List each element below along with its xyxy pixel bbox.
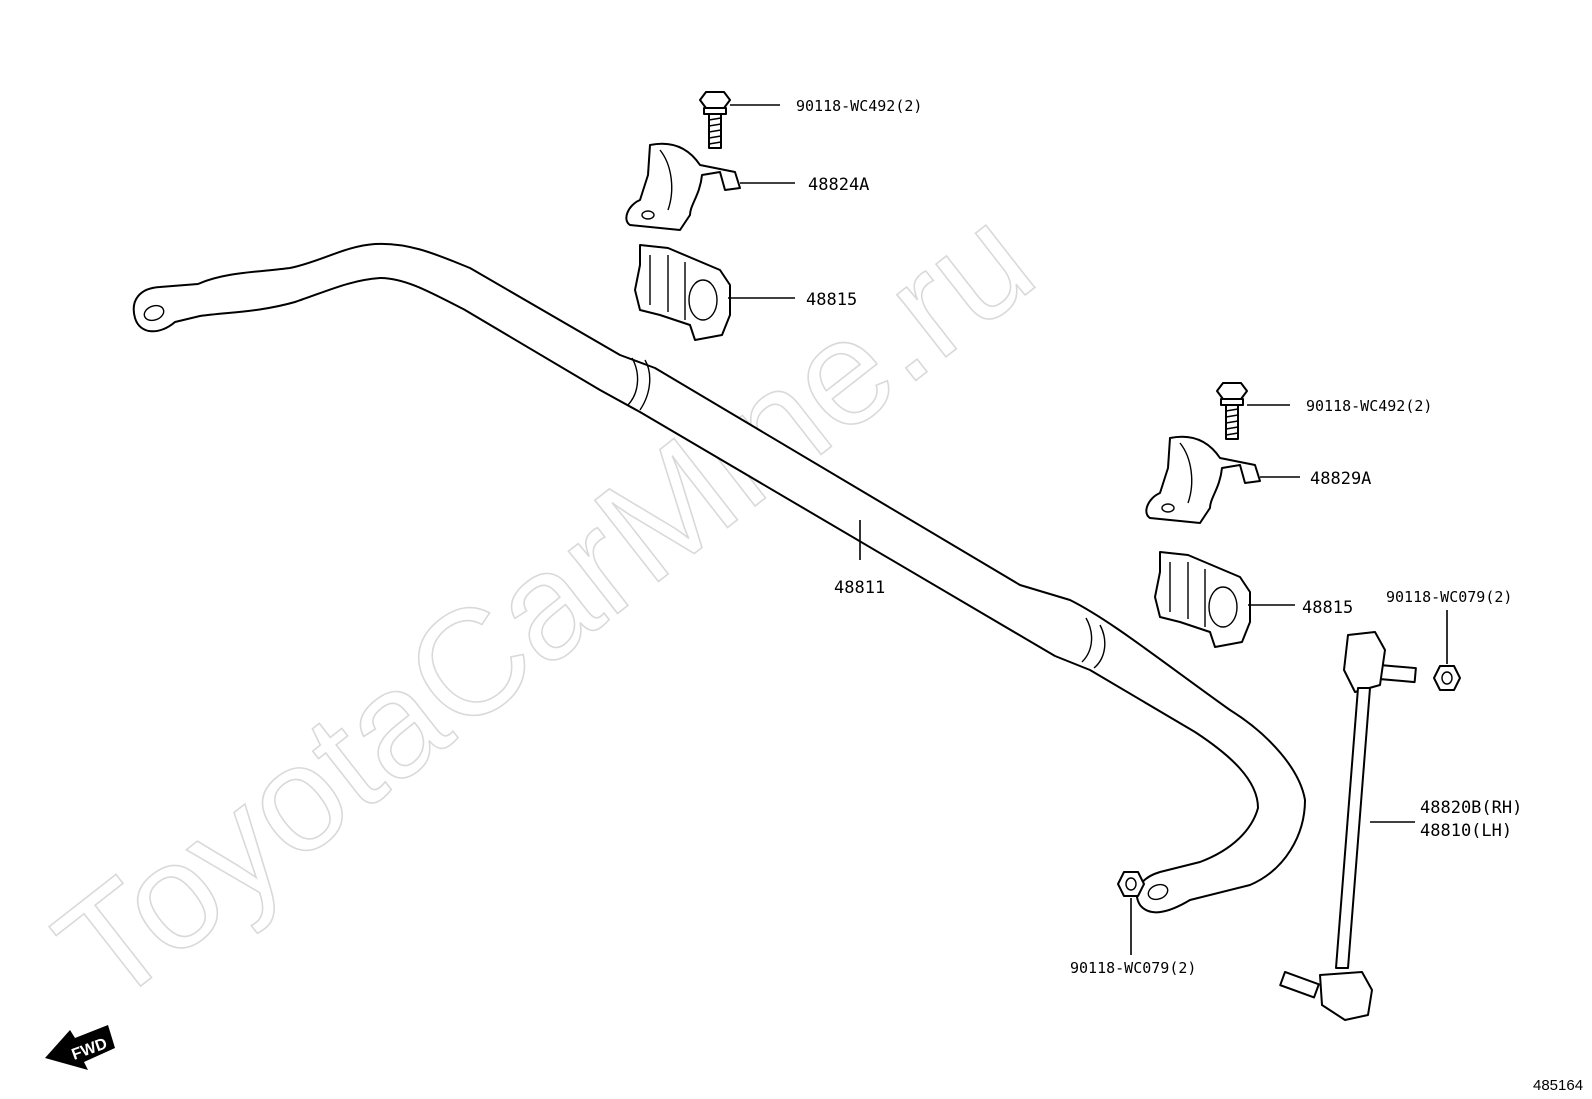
diagram-ref-number: 485164 <box>1533 1077 1583 1094</box>
nut-icon-right[interactable] <box>1433 665 1461 691</box>
callout-link-lh: 48810(LH) <box>1420 821 1512 841</box>
callout-bolt-upper: 90118-WC492(2) <box>796 97 922 115</box>
bracket-48829a[interactable] <box>1145 435 1261 524</box>
bushing-48815-left[interactable] <box>634 244 731 341</box>
callout-48815-left: 48815 <box>806 290 857 310</box>
callout-bolt-right: 90118-WC492(2) <box>1306 397 1432 415</box>
fwd-arrow-icon: FWD <box>45 1025 115 1070</box>
bracket-48824a[interactable] <box>625 142 741 231</box>
bolt-icon-right[interactable] <box>1216 382 1248 440</box>
bushing-48815-right[interactable] <box>1154 551 1251 648</box>
bolt-icon-upper-left[interactable] <box>699 91 731 149</box>
callout-48815-right: 48815 <box>1302 598 1353 618</box>
callout-48824a: 48824A <box>808 175 869 195</box>
nut-icon-lower[interactable] <box>1117 871 1145 897</box>
callout-48829a: 48829A <box>1310 469 1371 489</box>
stabilizer-bar[interactable] <box>132 242 1306 914</box>
callout-48811: 48811 <box>834 578 885 598</box>
callout-nut-right: 90118-WC079(2) <box>1386 588 1512 606</box>
callout-nut-lower: 90118-WC079(2) <box>1070 959 1196 977</box>
callout-link-rh: 48820B(RH) <box>1420 798 1522 818</box>
stabilizer-link[interactable] <box>1279 631 1417 1021</box>
